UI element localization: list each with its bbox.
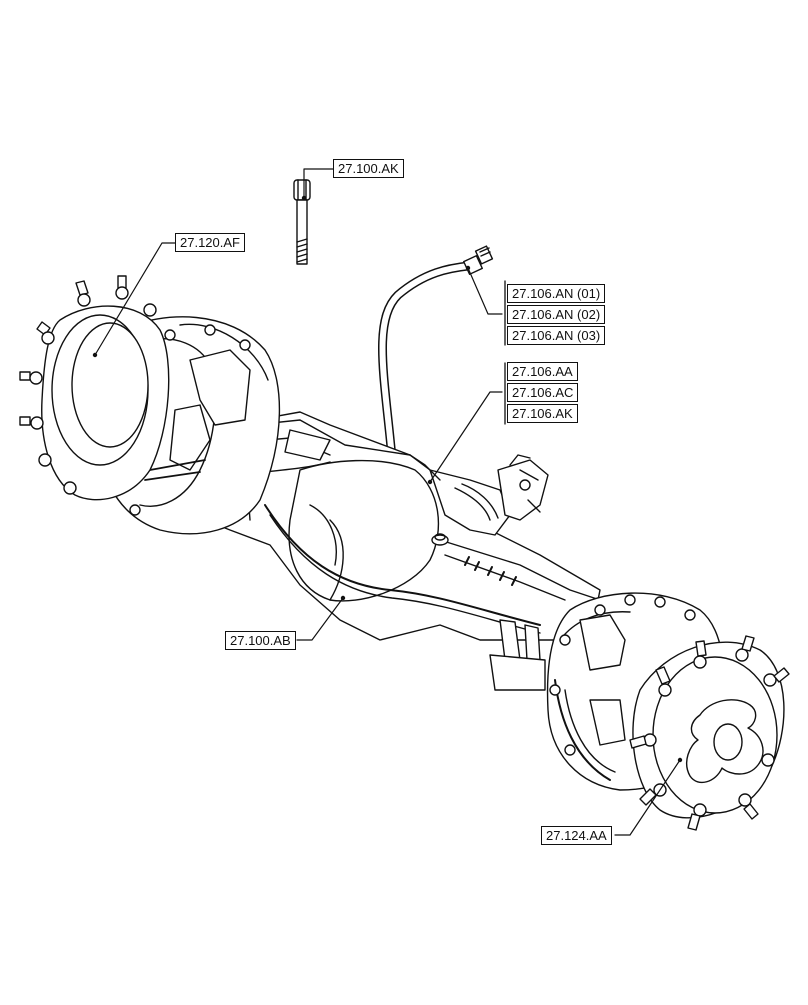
callout-diff-ak[interactable]: 27.106.AK bbox=[507, 404, 578, 423]
left-wheel-studs bbox=[19, 275, 157, 495]
leader-dots bbox=[92, 195, 683, 763]
bolt-part bbox=[293, 179, 311, 265]
callout-hose-02[interactable]: 27.106.AN (02) bbox=[507, 305, 606, 324]
callout-housing[interactable]: 27.100.AB bbox=[225, 631, 296, 650]
leader-lines bbox=[94, 168, 681, 836]
callout-left-hub[interactable]: 27.120.AF bbox=[175, 233, 245, 252]
left-wheel-hub bbox=[19, 275, 281, 535]
right-wheel-studs bbox=[629, 635, 790, 831]
callout-diff-aa[interactable]: 27.106.AA bbox=[507, 362, 578, 381]
callout-right-hub[interactable]: 27.124.AA bbox=[541, 826, 612, 845]
callout-bolt[interactable]: 27.100.AK bbox=[333, 159, 404, 178]
pinion-input bbox=[409, 454, 549, 536]
right-wheel-hub bbox=[546, 592, 790, 831]
breather-hose bbox=[378, 245, 494, 463]
callout-hose-01[interactable]: 27.106.AN (01) bbox=[507, 284, 606, 303]
callout-diff-ac[interactable]: 27.106.AC bbox=[507, 383, 579, 402]
callout-hose-03[interactable]: 27.106.AN (03) bbox=[507, 326, 606, 345]
